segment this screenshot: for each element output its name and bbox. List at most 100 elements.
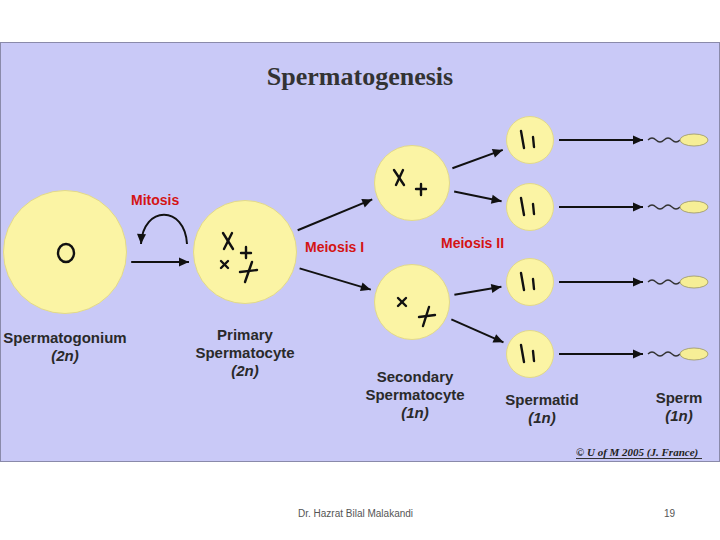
arrow-line	[559, 281, 643, 283]
stage-label: Meiosis II	[441, 235, 504, 251]
sperm-cell	[648, 200, 710, 214]
flow-arrow	[131, 258, 189, 267]
ploidy-label: (2n)	[190, 362, 300, 380]
stage-label: Meiosis I	[305, 239, 364, 255]
cell-label: Primary Spermatocyte(2n)	[190, 326, 300, 380]
cell-name: Primary Spermatocyte	[190, 326, 300, 362]
cell-circle: Primary Spermatocyte(2n)	[193, 200, 297, 304]
flow-arrow	[559, 350, 643, 359]
chromosome-symbol	[521, 131, 534, 362]
sperm-tail	[648, 352, 680, 356]
arrow-line	[300, 268, 371, 289]
arrow-head	[492, 149, 503, 157]
cell-label: Spermatogonium(2n)	[0, 329, 150, 365]
process-label: Mitosis	[131, 192, 179, 208]
ploidy-label: (1n)	[634, 407, 720, 425]
arrow-head	[491, 195, 502, 204]
arrow-line	[298, 199, 373, 230]
chromosome-symbol	[398, 298, 435, 326]
sperm-tail	[648, 205, 680, 209]
flow-arrow	[454, 284, 501, 295]
cell-circle	[506, 116, 554, 164]
arrow-head	[491, 284, 502, 293]
circle-shape	[506, 258, 554, 306]
flow-arrow	[137, 215, 187, 244]
sperm-shape	[648, 133, 710, 147]
sperm-head	[680, 201, 708, 213]
flow-arrow	[451, 319, 503, 342]
circle-shape	[193, 200, 297, 304]
arrow-head	[633, 350, 643, 359]
cell-circle: Secondary Spermatocyte(1n)	[374, 264, 450, 340]
sperm-tail	[648, 138, 680, 142]
cell-body	[507, 117, 554, 164]
cell-body	[375, 146, 450, 221]
chromosome-symbol	[394, 170, 426, 195]
sperm-cell	[648, 275, 710, 289]
arrow-head	[633, 136, 643, 145]
arrow-head	[179, 258, 189, 267]
arrow-line	[451, 319, 503, 342]
cell-name: Spermatogonium	[0, 329, 150, 347]
chromosome-symbol	[221, 233, 257, 282]
cell-label: Secondary Spermatocyte(1n)	[353, 368, 477, 422]
cell-name: Sperm	[634, 389, 720, 407]
cell-body	[507, 259, 554, 306]
arrow-head	[633, 278, 643, 287]
flow-arrow	[300, 268, 371, 291]
arrow-head	[361, 199, 372, 207]
cell-body	[507, 184, 554, 231]
arrow-head	[633, 203, 643, 212]
cell-circle	[506, 183, 554, 231]
sperm-head	[680, 276, 708, 288]
circle-shape	[374, 145, 450, 221]
flow-arrow	[454, 192, 501, 204]
cell-body	[375, 265, 450, 340]
cell-circle: Spermatid(1n)	[506, 330, 554, 378]
flow-arrow	[559, 278, 643, 287]
arrow-line	[559, 206, 643, 208]
flow-arrow	[452, 149, 502, 168]
flow-arrow	[298, 199, 373, 230]
cell-body	[194, 201, 297, 304]
cell-circle	[374, 145, 450, 221]
circle-shape	[3, 190, 127, 314]
arrow-line	[452, 150, 502, 168]
sperm-tail	[648, 280, 680, 284]
sperm-shape	[648, 275, 710, 289]
sperm-shape	[648, 200, 710, 214]
cell-label: Sperm(1n)	[634, 389, 720, 425]
footer-author: Dr. Hazrat Bilal Malakandi	[298, 508, 413, 519]
circle-shape	[506, 116, 554, 164]
cell-body	[507, 331, 554, 378]
arrow-head	[492, 334, 503, 342]
arrow-head	[360, 282, 371, 291]
arrow-line	[559, 139, 643, 141]
cell-body	[4, 191, 127, 314]
diagram-title: Spermatogenesis	[160, 62, 560, 92]
circle-shape	[506, 183, 554, 231]
flow-arrow	[559, 203, 643, 212]
ploidy-label: (2n)	[0, 347, 150, 365]
sperm-head	[680, 348, 708, 360]
arrow-line	[454, 287, 501, 295]
cell-name: Secondary Spermatocyte	[353, 368, 477, 404]
sperm-cell: Sperm(1n)	[648, 347, 710, 361]
chromosome-symbol	[58, 244, 74, 262]
cell-name: Spermatid	[492, 391, 592, 409]
arrow-head	[137, 234, 146, 244]
circle-shape	[506, 330, 554, 378]
cell-circle	[506, 258, 554, 306]
arrow-line	[141, 215, 187, 244]
ploidy-label: (1n)	[492, 409, 592, 427]
ploidy-label: (1n)	[353, 404, 477, 422]
copyright-note: © U of M 2005 (J. France)	[576, 446, 702, 459]
cell-circle: Spermatogonium(2n)	[3, 190, 127, 314]
arrow-line	[559, 353, 643, 355]
circle-shape	[374, 264, 450, 340]
arrow-line	[454, 192, 501, 202]
sperm-head	[680, 134, 708, 146]
sperm-shape	[648, 347, 710, 361]
slide-number: 19	[664, 508, 675, 519]
